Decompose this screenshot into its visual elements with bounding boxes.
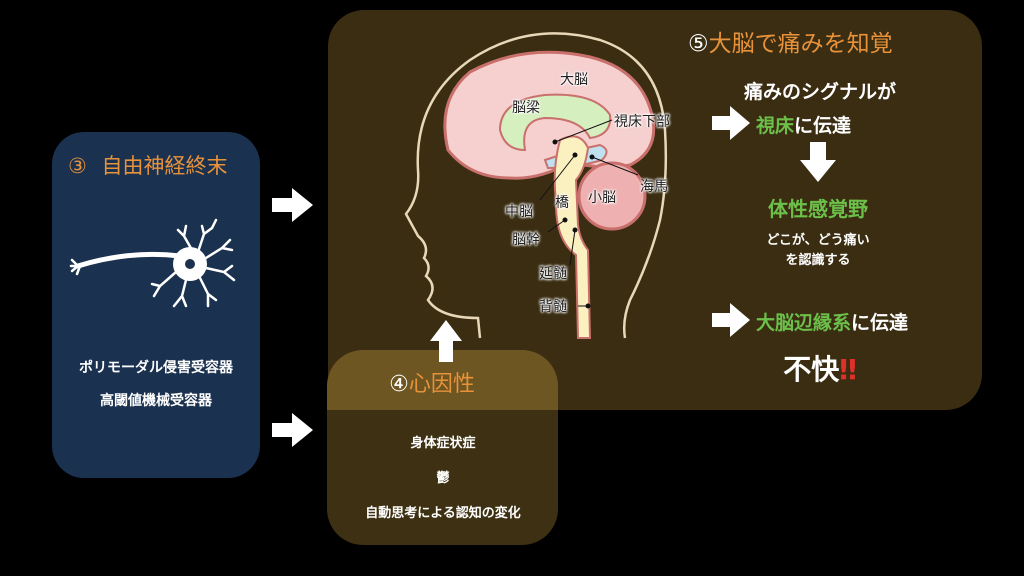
recognize-text: を認識する [785, 253, 851, 268]
signal-text: 痛みのシグナルが [743, 81, 897, 103]
psychogenic-title: ④心因性 [389, 366, 475, 398]
psych-item: 自動思考による認知の変化 [365, 506, 521, 521]
discomfort-label: 不快‼ [783, 348, 857, 388]
label-hippocampus: 海馬 [640, 179, 668, 195]
free-nerve-ending-panel [52, 132, 260, 478]
right-arrow-icon [712, 303, 750, 337]
psychogenic-panel [327, 350, 558, 545]
free-nerve-ending-title: ③ 自由神経終末 [68, 150, 228, 180]
receptor-label: ポリモーダル侵害受容器 [79, 360, 233, 376]
down-arrow-icon [800, 142, 836, 182]
receptor-label: 高閾値機械受容器 [100, 393, 212, 409]
label-pons: 橋 [555, 195, 569, 211]
corpus-callosum-icon [498, 93, 612, 152]
neuron-icon [69, 218, 236, 308]
label-spinal-cord: 背髄 [539, 299, 567, 315]
limbic-text: 大脳辺縁系 [756, 312, 852, 334]
transmit-text: に伝達 [851, 312, 909, 334]
head-outline-icon [404, 32, 668, 339]
title-text: 自由神経終末 [101, 154, 228, 178]
label-hypothalamus: 視床下部 [614, 114, 670, 130]
brain-perception-panel [328, 10, 982, 410]
label-brainstem: 脳幹 [512, 232, 540, 248]
brain-perception-title: ⑤大脳で痛みを知覚 [688, 24, 893, 58]
recognize-text: どこが、どう痛い [766, 233, 870, 248]
step-number: ④ [389, 372, 409, 397]
label-medulla: 延髄 [539, 266, 567, 282]
right-arrow-icon [712, 106, 750, 140]
somatosensory-cortex: 体性感覚野 [768, 197, 868, 221]
transmit-text: に伝達 [794, 115, 852, 137]
right-arrow-icon [272, 188, 313, 222]
label-cerebellum: 小脳 [588, 190, 616, 206]
cerebellum-icon [577, 161, 647, 231]
right-arrow-icon [272, 413, 313, 447]
thalamus-transmit: 視床に伝達 [756, 111, 851, 138]
step-number: ⑤ [688, 31, 709, 57]
exclamation-icon: ‼ [839, 353, 857, 386]
psych-item: 鬱 [436, 471, 450, 486]
psych-item: 身体症状症 [410, 436, 476, 451]
step-number: ③ [68, 154, 87, 178]
brainstem-icon [553, 135, 592, 339]
limbic-transmit: 大脳辺縁系に伝達 [756, 308, 908, 335]
label-corpus-callosum: 脳梁 [512, 100, 540, 116]
discomfort-text: 不快 [783, 353, 840, 386]
title-text: 大脳で痛みを知覚 [708, 31, 893, 57]
label-cerebrum: 大脳 [560, 72, 588, 88]
label-midbrain: 中脳 [505, 204, 533, 220]
up-arrow-icon [430, 320, 462, 362]
thalamus-text: 視床 [756, 115, 795, 137]
title-text: 心因性 [408, 372, 475, 397]
